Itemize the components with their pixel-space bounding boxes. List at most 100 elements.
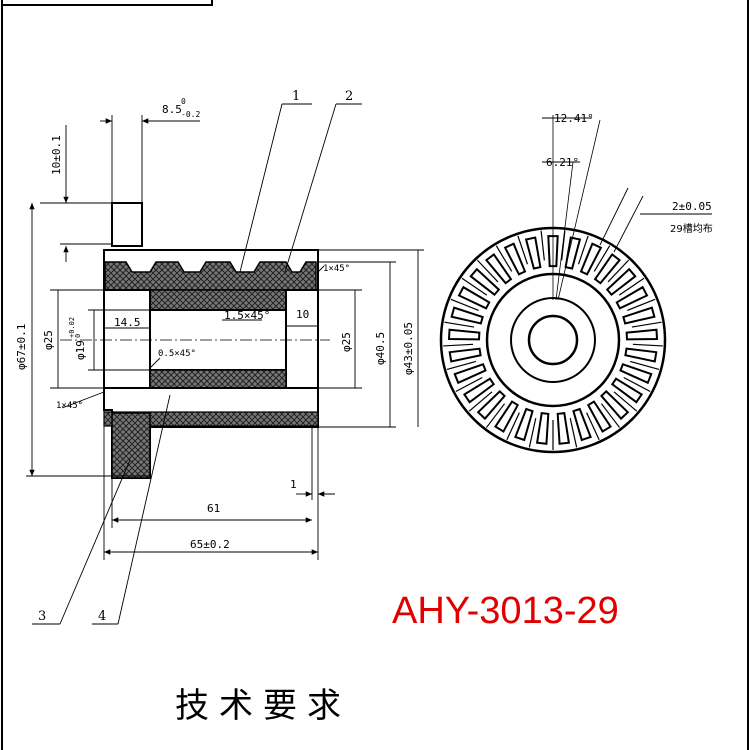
slot bbox=[476, 389, 506, 421]
slot bbox=[514, 407, 534, 442]
angle-slot-text: 12.41° bbox=[554, 112, 594, 125]
length-total-text: 65±0.2 bbox=[190, 538, 230, 551]
slot bbox=[610, 377, 644, 404]
outer-diameter-flange-text: φ67±0.1 bbox=[15, 324, 28, 370]
technical-requirements-heading: 技术要求 bbox=[175, 686, 351, 726]
tooth-line bbox=[632, 343, 663, 347]
tab-width-lower-tol: -0.2 bbox=[181, 110, 200, 119]
part-label-2: 2 bbox=[345, 89, 353, 104]
tooth-line bbox=[461, 277, 488, 296]
slot bbox=[625, 328, 659, 341]
outer-diameter-text: φ43±0.05 bbox=[402, 322, 415, 375]
slot bbox=[524, 236, 542, 270]
tooth-line bbox=[450, 298, 479, 311]
chamfer-inner-text: 1.5×45° bbox=[224, 309, 270, 322]
section-dimensions bbox=[26, 103, 424, 625]
slot-width-text: 2±0.05 bbox=[672, 200, 712, 213]
rotor-teeth-section bbox=[104, 261, 317, 291]
slot bbox=[462, 377, 496, 404]
tooth-line bbox=[468, 391, 493, 412]
upper-core-band bbox=[149, 289, 287, 311]
tooth-line bbox=[600, 403, 621, 428]
tooth-line bbox=[476, 259, 499, 283]
tooth-line bbox=[627, 298, 656, 311]
counterbore-depth-right-text: 10 bbox=[296, 308, 309, 321]
slot bbox=[484, 253, 513, 285]
slot bbox=[564, 236, 582, 270]
flange-section bbox=[111, 412, 151, 479]
counterbore-depth-left-text: 14.5 bbox=[114, 316, 141, 329]
tooth-line bbox=[623, 376, 651, 393]
model-number: AHY-3013-29 bbox=[392, 590, 619, 632]
chamfer-edge-left-text: 1×45° bbox=[56, 401, 83, 411]
tooth-line bbox=[506, 412, 520, 441]
slot bbox=[453, 363, 487, 385]
tooth-line bbox=[540, 230, 545, 261]
section-dim-texts: 8.5 0 -0.2 10±0.1 φ67±0.1 φ25 φ19 +0.02 … bbox=[15, 89, 415, 624]
slot bbox=[450, 306, 484, 325]
tooth-line bbox=[443, 343, 474, 347]
part-label-4: 4 bbox=[98, 609, 106, 624]
tooth-line bbox=[561, 230, 566, 261]
flange-thickness-text: 10±0.1 bbox=[50, 135, 63, 175]
core-diameter-text: φ40.5 bbox=[374, 332, 387, 365]
chamfer-small-text: 0.5×45° bbox=[158, 349, 196, 359]
tooth-line bbox=[618, 277, 645, 296]
section-view bbox=[60, 202, 330, 479]
end-view: 12.41° 6.21° 2±0.05 29槽均布 bbox=[439, 112, 713, 454]
slot bbox=[624, 347, 658, 363]
right-counterbore bbox=[285, 289, 319, 389]
slot bbox=[579, 242, 603, 276]
bore-mid-tol-lower: 0 bbox=[74, 334, 82, 338]
tooth-line bbox=[607, 259, 630, 283]
chamfer-edge-right-text: 1×45° bbox=[323, 264, 350, 274]
slot bbox=[586, 400, 612, 433]
slot bbox=[448, 347, 482, 363]
tooth-line bbox=[517, 235, 529, 265]
angle-tooth-text: 6.21° bbox=[546, 156, 579, 169]
end-offset-text: 1 bbox=[290, 478, 297, 491]
tooth-line bbox=[444, 321, 475, 328]
tooth-line bbox=[577, 235, 589, 265]
part-label-1: 1 bbox=[292, 89, 300, 104]
tooth-line bbox=[613, 391, 638, 412]
part-label-3: 3 bbox=[38, 609, 46, 624]
tooth-line bbox=[455, 376, 483, 393]
slot bbox=[615, 285, 649, 310]
tooth-line bbox=[631, 321, 662, 328]
slot bbox=[503, 242, 527, 276]
tooth-line bbox=[495, 245, 513, 272]
bore-left-text: φ25 bbox=[42, 330, 55, 350]
tooth-line bbox=[528, 418, 537, 448]
slot bbox=[593, 253, 622, 285]
slot bbox=[619, 363, 653, 385]
tab-width-text: 8.5 bbox=[162, 103, 182, 116]
slot bbox=[469, 267, 501, 297]
slot bbox=[605, 267, 637, 297]
slot bbox=[600, 389, 630, 421]
bore-circle bbox=[527, 314, 579, 366]
length-inner-text: 61 bbox=[207, 502, 220, 515]
tooth-line bbox=[569, 418, 578, 448]
tooth-line bbox=[446, 360, 477, 371]
slot bbox=[494, 400, 520, 433]
tab-width-upper-tol: 0 bbox=[181, 97, 186, 106]
slot bbox=[457, 285, 491, 310]
tooth-line bbox=[629, 360, 660, 371]
slot bbox=[535, 412, 550, 445]
tooth-line bbox=[485, 403, 506, 428]
title-block-corner bbox=[1, 0, 213, 6]
bore-right-text: φ25 bbox=[340, 332, 353, 352]
slot-count-text: 29槽均布 bbox=[670, 222, 713, 235]
slot bbox=[572, 407, 592, 442]
tooth-line bbox=[586, 412, 600, 441]
lower-core-band bbox=[149, 369, 287, 389]
bore-mid-tol-upper: +0.02 bbox=[68, 317, 76, 338]
slot bbox=[556, 412, 571, 445]
slot bbox=[622, 306, 656, 325]
left-counterbore bbox=[103, 289, 151, 389]
tooth-line bbox=[593, 245, 611, 272]
